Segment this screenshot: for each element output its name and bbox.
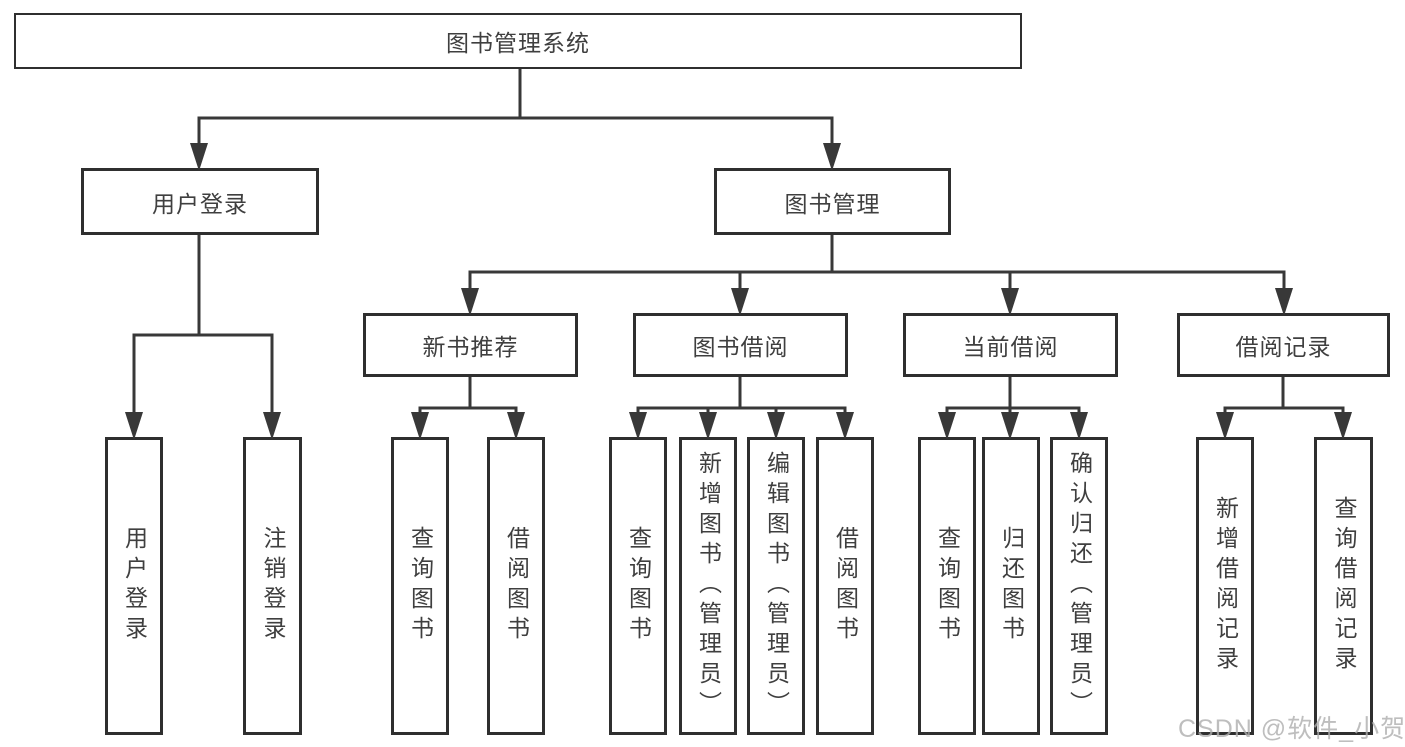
node-current-borrowing-label: 当前借阅 [962, 334, 1059, 360]
node-book-management: 图书管理 [714, 168, 951, 235]
leaf-query-borrow-record: 查询借阅记录 [1314, 437, 1373, 735]
leaf-user-login: 用户登录 [105, 437, 163, 735]
leaf-confirm-return-admin: 确认归还（管理员） [1050, 437, 1108, 735]
node-library-management-system-label: 图书管理系统 [446, 30, 590, 56]
leaf-query-borrow-record-label: 查询借阅记录 [1331, 496, 1357, 676]
leaf-borrow-books-recommend-label: 借阅图书 [503, 526, 530, 646]
node-book-borrowing: 图书借阅 [633, 313, 848, 377]
leaf-query-books-recommend: 查询图书 [391, 437, 449, 735]
leaf-add-book-admin: 新增图书（管理员） [679, 437, 737, 735]
arrowhead-current-borrowing [1001, 288, 1019, 316]
leaf-return-books-label: 归还图书 [998, 526, 1025, 646]
leaf-query-books-borrow-label: 查询图书 [625, 526, 652, 646]
leaf-edit-book-admin-label: 编辑图书（管理员） [763, 451, 790, 721]
arrowhead-leaf-user-login [125, 412, 143, 440]
watermark: CSDN @软件_小贺同学 [1178, 715, 1405, 743]
leaf-borrow-books-label: 借阅图书 [832, 526, 859, 646]
leaf-query-books-current: 查询图书 [918, 437, 976, 735]
node-new-book-recommend-label: 新书推荐 [422, 334, 519, 360]
leaf-add-borrow-record: 新增借阅记录 [1196, 437, 1254, 735]
node-library-management-system: 图书管理系统 [14, 13, 1022, 69]
leaf-edit-book-admin: 编辑图书（管理员） [747, 437, 805, 735]
node-new-book-recommend: 新书推荐 [363, 313, 578, 377]
leaf-user-login-label: 用户登录 [121, 526, 148, 646]
leaf-return-books: 归还图书 [982, 437, 1040, 735]
node-user-login: 用户登录 [81, 168, 319, 235]
arrowhead-new-book-recommend [461, 288, 479, 316]
node-borrowing-records-label: 借阅记录 [1235, 334, 1332, 360]
node-book-borrowing-label: 图书借阅 [692, 334, 789, 360]
node-borrowing-records: 借阅记录 [1177, 313, 1390, 377]
arrowhead-leaf-logout [263, 412, 281, 440]
leaf-add-borrow-record-label: 新增借阅记录 [1212, 496, 1239, 676]
leaf-borrow-books-recommend: 借阅图书 [487, 437, 545, 735]
leaf-add-book-admin-label: 新增图书（管理员） [695, 451, 722, 721]
arrowhead-borrowing-records [1275, 288, 1293, 316]
leaf-query-books-borrow: 查询图书 [609, 437, 667, 735]
arrowhead-user-login [190, 143, 208, 171]
node-current-borrowing: 当前借阅 [903, 313, 1118, 377]
node-book-management-label: 图书管理 [784, 190, 881, 217]
node-user-login-label: 用户登录 [152, 190, 248, 217]
arrowhead-book-management [823, 143, 841, 171]
leaf-query-books-recommend-label: 查询图书 [407, 526, 434, 646]
leaf-borrow-books: 借阅图书 [816, 437, 874, 735]
leaf-query-books-current-label: 查询图书 [934, 526, 961, 646]
leaf-confirm-return-admin-label: 确认归还（管理员） [1066, 451, 1093, 721]
arrowhead-book-borrowing [731, 288, 749, 316]
leaf-logout-label: 注销登录 [260, 526, 286, 646]
leaf-logout: 注销登录 [243, 437, 302, 735]
